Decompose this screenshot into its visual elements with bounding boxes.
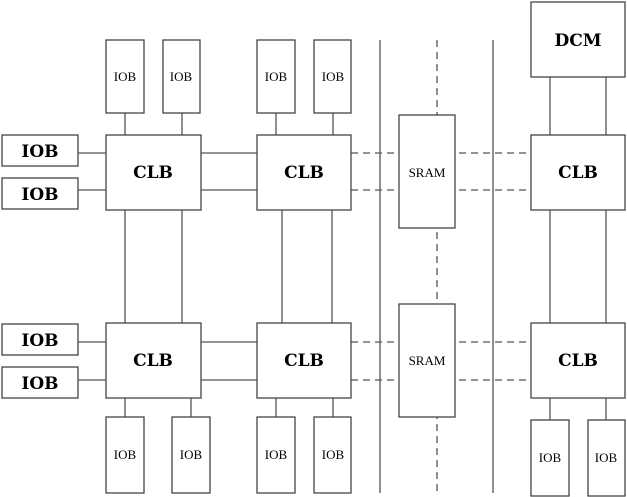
svg-text:IOB: IOB xyxy=(170,69,193,84)
svg-text:IOB: IOB xyxy=(322,447,345,462)
svg-text:CLB: CLB xyxy=(284,163,324,183)
svg-text:CLB: CLB xyxy=(284,351,324,371)
clb-bottom-left: CLB xyxy=(105,322,202,399)
clb-top-middle: CLB xyxy=(256,134,352,211)
svg-text:CLB: CLB xyxy=(558,163,598,183)
svg-text:IOB: IOB xyxy=(21,374,58,394)
clb-top-left: CLB xyxy=(105,134,202,211)
svg-text:CLB: CLB xyxy=(133,163,173,183)
svg-text:IOB: IOB xyxy=(265,447,288,462)
iob-left-4: IOB xyxy=(1,366,79,399)
svg-text:DCM: DCM xyxy=(554,31,601,51)
svg-text:IOB: IOB xyxy=(21,185,58,205)
svg-text:IOB: IOB xyxy=(539,450,562,465)
svg-text:SRAM: SRAM xyxy=(409,353,446,368)
svg-text:IOB: IOB xyxy=(114,69,137,84)
svg-text:IOB: IOB xyxy=(322,69,345,84)
iob-top-3: IOB xyxy=(256,39,296,114)
svg-text:CLB: CLB xyxy=(133,351,173,371)
svg-text:IOB: IOB xyxy=(265,69,288,84)
svg-text:IOB: IOB xyxy=(595,450,618,465)
iob-bottom-5: IOB xyxy=(530,419,570,497)
iob-left-3: IOB xyxy=(1,323,79,356)
iob-bottom-4: IOB xyxy=(313,416,352,494)
iob-top-1: IOB xyxy=(105,39,145,114)
svg-text:IOB: IOB xyxy=(21,142,58,162)
iob-bottom-2: IOB xyxy=(171,416,211,494)
iob-left-1: IOB xyxy=(1,134,79,167)
svg-text:IOB: IOB xyxy=(21,331,58,351)
dcm: DCM xyxy=(530,1,626,78)
svg-text:IOB: IOB xyxy=(114,447,137,462)
sram-top: SRAM xyxy=(398,114,456,229)
clb-bottom-middle: CLB xyxy=(256,322,352,399)
iob-top-4: IOB xyxy=(313,39,352,114)
svg-text:SRAM: SRAM xyxy=(409,165,446,180)
iob-bottom-3: IOB xyxy=(256,416,296,494)
sram-bottom: SRAM xyxy=(398,303,456,418)
svg-text:IOB: IOB xyxy=(180,447,203,462)
iob-top-2: IOB xyxy=(162,39,201,114)
iob-left-2: IOB xyxy=(1,177,79,210)
iob-bottom-1: IOB xyxy=(105,416,145,494)
clb-bottom-right: CLB xyxy=(530,322,626,399)
svg-text:CLB: CLB xyxy=(558,351,598,371)
iob-bottom-6: IOB xyxy=(587,419,626,497)
clb-top-right: CLB xyxy=(530,134,626,211)
